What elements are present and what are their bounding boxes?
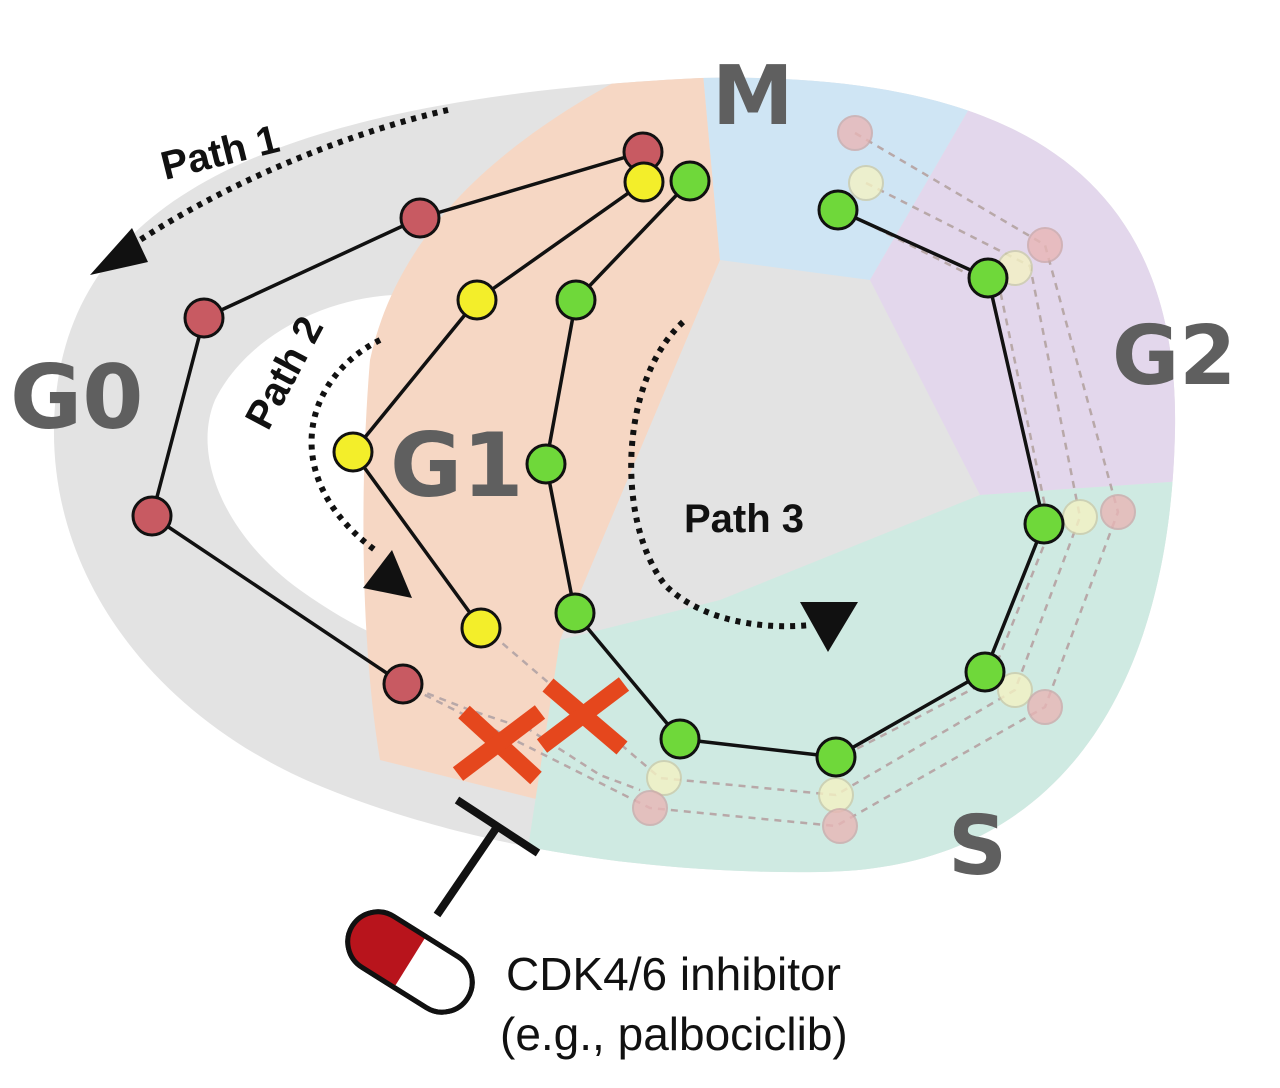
ghost-cell-red xyxy=(822,808,858,844)
phase-label-g0: G0 xyxy=(10,346,143,449)
ghost-cell-red xyxy=(1027,227,1063,263)
green-cells xyxy=(525,160,1065,778)
ghost-cell-yellow xyxy=(1062,499,1098,535)
cell-green xyxy=(555,279,597,321)
s-phase-band xyxy=(520,480,1176,873)
path2-arrowhead xyxy=(363,550,412,598)
g1-phase-band xyxy=(363,77,720,800)
cell-green xyxy=(817,189,859,231)
ghost-cell-red xyxy=(632,790,668,826)
ghost-cells xyxy=(632,115,1136,844)
cell-yellow xyxy=(456,279,498,321)
phase-label-g2: G2 xyxy=(1112,309,1236,404)
green-trajectory-line xyxy=(544,179,1046,759)
pill-icon xyxy=(345,909,475,1015)
ghost-cell-yellow xyxy=(646,760,682,796)
cell-green xyxy=(525,443,567,485)
cell-red xyxy=(131,495,173,537)
ghost-cell-red xyxy=(837,115,873,151)
phase-label-m: M xyxy=(712,49,794,144)
ghost-cell-red xyxy=(1100,494,1136,530)
cell-green xyxy=(1023,503,1065,545)
cell-red xyxy=(183,297,225,339)
cell-yellow xyxy=(460,607,502,649)
cell-green xyxy=(659,718,701,760)
inhibition-symbol xyxy=(433,796,541,918)
path1-arrowhead xyxy=(90,228,148,275)
cell-yellow xyxy=(332,431,374,473)
ghost-cell-red xyxy=(1027,689,1063,725)
cell-red xyxy=(399,197,441,239)
cell-yellow xyxy=(623,161,665,203)
block-x-mark xyxy=(452,705,546,785)
cell-green xyxy=(669,160,711,202)
path1-arrow xyxy=(138,107,449,243)
yellow-cells xyxy=(332,161,665,649)
path3-label: Path 3 xyxy=(684,497,804,541)
cell-green xyxy=(815,736,857,778)
drug-example: (e.g., palbociclib) xyxy=(500,1008,848,1060)
cell-green xyxy=(964,651,1006,693)
path3-arrowhead xyxy=(800,602,858,652)
block-x-mark xyxy=(536,677,630,755)
cell-green xyxy=(554,592,596,634)
path2-arrow xyxy=(308,337,382,553)
drug-name: CDK4/6 inhibitor xyxy=(506,948,841,1000)
cell-green xyxy=(967,257,1009,299)
m-phase-band xyxy=(700,77,980,280)
cell-red xyxy=(382,663,424,705)
yellow-trajectory-line xyxy=(351,180,646,630)
ghost-cell-yellow xyxy=(818,777,854,813)
phase-label-g1: G1 xyxy=(390,414,523,517)
ghost-cell-yellow xyxy=(848,165,884,201)
phase-label-s: S xyxy=(948,799,1007,894)
ghost-cell-yellow xyxy=(997,672,1033,708)
red-cells xyxy=(131,131,664,705)
